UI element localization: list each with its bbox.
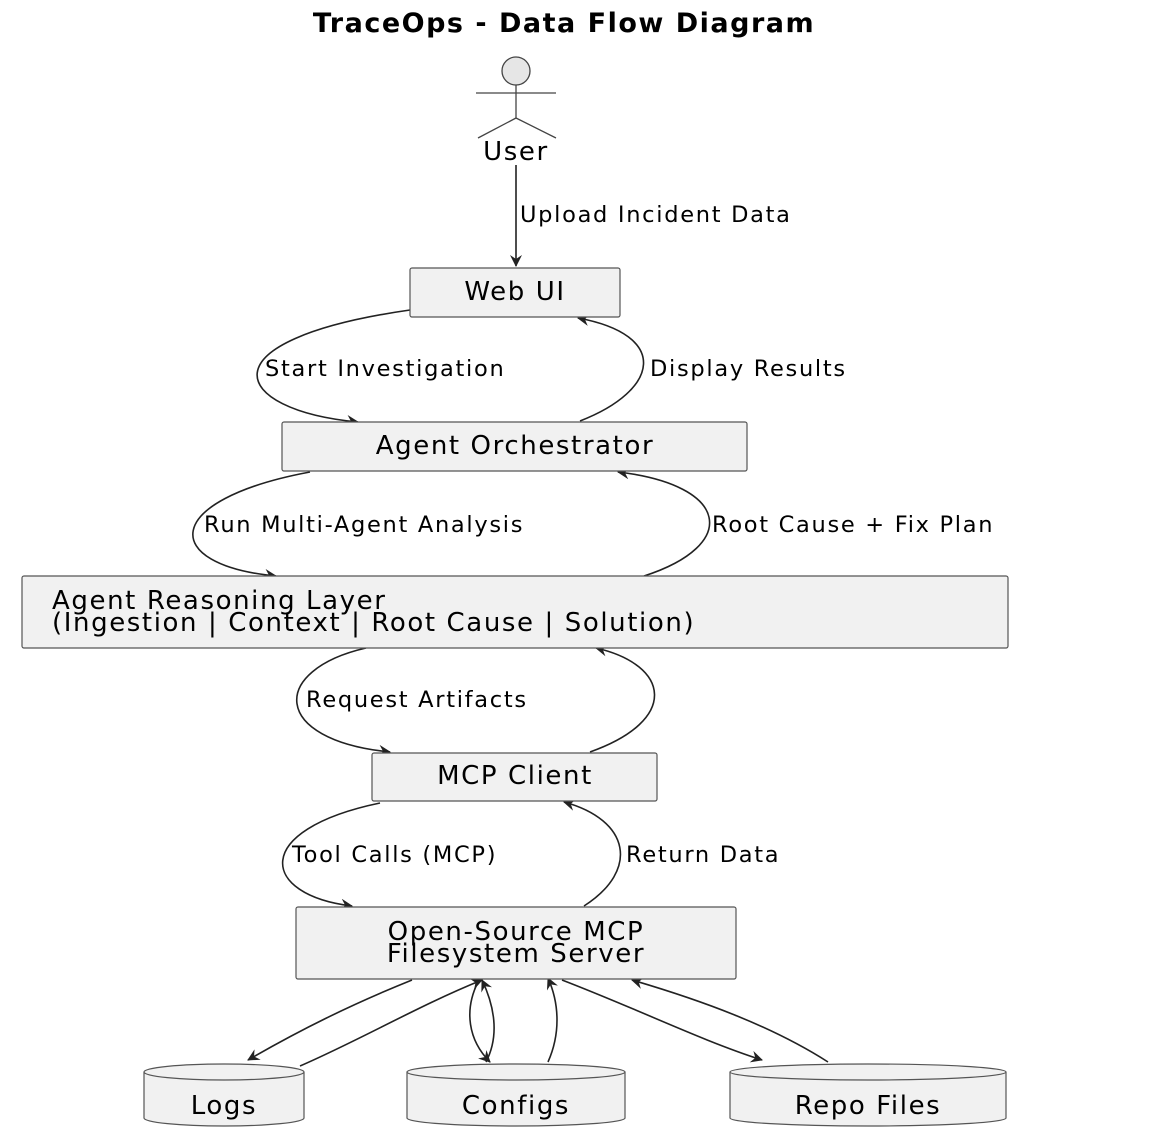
label-upload: Upload Incident Data	[520, 202, 792, 228]
edges	[192, 165, 829, 1067]
web-ui-label: Web UI	[464, 277, 565, 307]
reasoning-label-line1: Agent Reasoning Layer	[52, 586, 387, 616]
edge-root-cause-fix	[617, 467, 711, 577]
edge-start-investigation	[256, 309, 411, 427]
logs-label: Logs	[191, 1091, 257, 1121]
label-run-analysis: Run Multi-Agent Analysis	[204, 512, 524, 538]
diagram-title: TraceOps - Data Flow Diagram	[313, 8, 815, 39]
edge-server-to-configs	[469, 981, 491, 1063]
repo-files-label: Repo Files	[795, 1091, 942, 1121]
edge-tool-calls	[281, 802, 381, 911]
label-tool-calls: Tool Calls (MCP)	[291, 842, 497, 868]
datastore-repo-files: Repo Files	[729, 1063, 1007, 1127]
edge-configs-return	[546, 977, 558, 1063]
label-return-data: Return Data	[626, 842, 780, 868]
edge-logs-to-server	[299, 978, 483, 1067]
datastore-logs: Logs	[143, 1063, 305, 1127]
label-root-cause-fix: Root Cause + Fix Plan	[712, 512, 994, 538]
datastore-configs: Configs	[406, 1063, 626, 1127]
edge-display-results	[577, 314, 645, 422]
user-actor-icon	[476, 56, 557, 139]
edge-configs-to-server	[481, 979, 495, 1063]
configs-label: Configs	[462, 1091, 570, 1121]
edge-server-to-repo	[561, 979, 763, 1063]
node-web-ui: Web UI	[409, 267, 621, 318]
label-start-investigation: Start Investigation	[265, 356, 505, 382]
user-label: User	[483, 137, 549, 167]
node-mcp-client: MCP Client	[371, 752, 658, 802]
node-mcp-filesystem-server: Open-Source MCP Filesystem Server	[295, 906, 737, 980]
edge-run-analysis	[192, 471, 311, 581]
node-agent-orchestrator: Agent Orchestrator	[281, 421, 748, 472]
mcp-client-label: MCP Client	[437, 761, 593, 791]
edge-return-data	[563, 799, 622, 907]
edge-repo-to-server	[631, 977, 829, 1063]
mcp-server-label-line1: Open-Source MCP	[388, 917, 645, 947]
mcp-server-label-line2: Filesystem Server	[387, 939, 645, 969]
node-agent-reasoning-layer: Agent Reasoning Layer (Ingestion | Conte…	[21, 575, 1009, 649]
label-request-artifacts: Request Artifacts	[306, 687, 528, 713]
label-display-results: Display Results	[650, 356, 847, 382]
reasoning-label-line2: (Ingestion | Context | Root Cause | Solu…	[52, 608, 695, 638]
edge-artifacts-return	[589, 644, 656, 753]
orchestrator-label: Agent Orchestrator	[376, 431, 655, 461]
edge-request-artifacts	[296, 647, 391, 757]
edge-server-to-logs	[247, 979, 413, 1061]
